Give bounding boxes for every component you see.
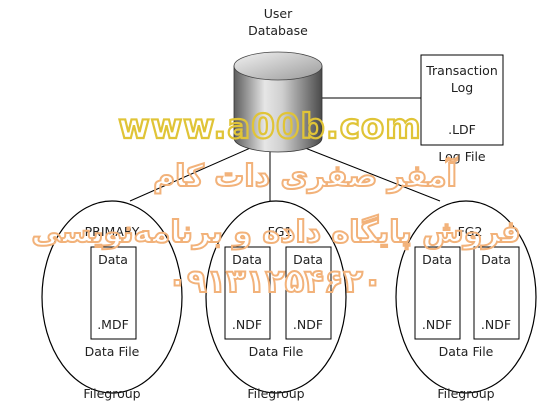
connector-lines <box>129 97 441 202</box>
connector-db-to-fg2 <box>299 145 441 202</box>
data-file-top-label: Data <box>293 252 323 267</box>
filegroup-name: FG1 <box>268 224 293 239</box>
filegroup-name: FG2 <box>458 224 483 239</box>
log-extension: .LDF <box>448 122 476 137</box>
watermark-line-2: فروش پایگاه داده و برنامه‌نویسی <box>31 214 520 250</box>
data-file-ndf: Data .NDF <box>224 246 271 340</box>
filegroup-fg1: FG1 Data .NDF Data .NDF Data File <box>205 200 347 394</box>
data-file-mdf: Data .MDF <box>90 246 137 340</box>
data-file-extension: .NDF <box>481 317 511 332</box>
filegroup-name: PRIMARY <box>85 224 140 239</box>
data-file-top-label: Data <box>232 252 262 267</box>
watermark-phone: ۰۹۱۳۱۲۵۴۶۲۰ <box>168 262 383 300</box>
connector-db-to-primary <box>129 145 256 202</box>
data-file-extension: .NDF <box>232 317 262 332</box>
data-file-caption: Data File <box>439 344 494 359</box>
data-file-ndf: Data .NDF <box>285 246 332 340</box>
data-file-ndf: Data .NDF <box>414 246 461 340</box>
filegroup-caption: Filegroup <box>247 386 304 401</box>
data-file-ndf: Data .NDF <box>473 246 520 340</box>
data-file-top-label: Data <box>98 252 128 267</box>
database-label-line1: User <box>264 6 293 21</box>
log-title-line1: Transaction <box>425 63 498 78</box>
data-file-top-label: Data <box>422 252 452 267</box>
data-file-caption: Data File <box>249 344 304 359</box>
database-label-line2: Database <box>248 23 308 38</box>
data-file-extension: .MDF <box>97 317 129 332</box>
data-file-caption: Data File <box>85 344 140 359</box>
log-title-line2: Log <box>451 80 473 95</box>
data-file-extension: .NDF <box>293 317 323 332</box>
database-cylinder-icon <box>233 51 323 153</box>
filegroup-fg2: FG2 Data .NDF Data .NDF Data File <box>395 200 537 394</box>
data-file-top-label: Data <box>481 252 511 267</box>
watermark-line-1: آمفر صفری دات کام <box>153 157 457 194</box>
filegroup-caption: Filegroup <box>83 386 140 401</box>
data-file-extension: .NDF <box>422 317 452 332</box>
filegroup-caption: Filegroup <box>437 386 494 401</box>
watermark: www.a00b.com آمفر صفری دات کام فروش پایگ… <box>30 106 521 301</box>
log-file-caption: Log File <box>438 149 486 164</box>
filegroup-primary: PRIMARY Data .MDF Data File <box>41 200 183 394</box>
watermark-site: www.a00b.com <box>118 107 421 147</box>
transaction-log-file: Transaction Log .LDF <box>420 54 504 146</box>
